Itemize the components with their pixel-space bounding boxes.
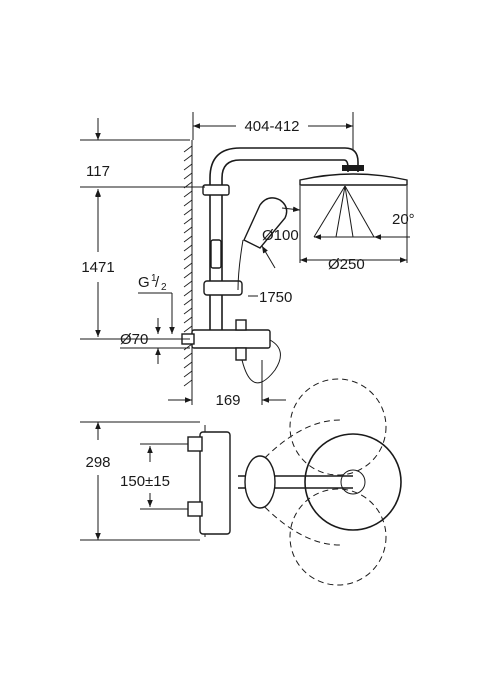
thread-num: 1 — [151, 273, 157, 284]
thermostat-plan — [176, 431, 231, 535]
hatch-line — [183, 145, 193, 153]
hatch-line — [183, 163, 193, 171]
hatch-line — [183, 244, 193, 252]
dim-arm-projection: 404-412 — [192, 112, 354, 150]
head-shower-side — [299, 165, 410, 263]
hatch-line — [183, 307, 193, 315]
hatch-line — [183, 298, 193, 306]
plan-view: 298 150±15 — [80, 378, 402, 586]
hatch-line — [183, 361, 193, 369]
hatch-line — [183, 325, 193, 333]
hatch-line — [183, 253, 193, 261]
plan-width-label: 298 — [85, 454, 110, 471]
thermostat-side — [181, 319, 281, 384]
hatch-line — [183, 289, 193, 297]
hatch-line — [183, 235, 193, 243]
thread-den: 2 — [161, 282, 167, 293]
dim-top-offset: 117 — [80, 118, 205, 210]
mixer-projection-label: 169 — [215, 392, 240, 409]
rail-height-label: 1471 — [81, 259, 114, 276]
handshower-dia-label: Ø100 — [262, 227, 299, 244]
hatch-line — [183, 190, 193, 198]
dim-hose: 1750 — [248, 289, 292, 306]
side-elevation: 404-412 117 1471 G 1 / 2 — [80, 112, 415, 409]
hatch-line — [183, 226, 193, 234]
swing-circle-bottom — [289, 488, 387, 586]
hatch-line — [183, 352, 193, 360]
dim-escutcheon: Ø70 — [120, 318, 190, 364]
hatch-line — [183, 172, 193, 180]
inlet-spacing-label: 150±15 — [120, 473, 170, 490]
hatch-line — [183, 316, 193, 324]
hatch-line — [183, 370, 193, 378]
hatch-line — [183, 199, 193, 207]
escutcheon-label: Ø70 — [120, 331, 148, 348]
hose-length-label: 1750 — [259, 289, 292, 306]
hatch-line — [183, 208, 193, 216]
dim-inlet-spacing: 150±15 — [120, 443, 176, 510]
hatch-line — [183, 379, 193, 387]
thread-label: G — [138, 274, 150, 291]
arm-projection-label: 404-412 — [244, 118, 299, 135]
hatch-line — [183, 217, 193, 225]
head-dia-label: Ø250 — [328, 256, 365, 273]
swing-circle-top — [289, 378, 387, 476]
hatch-line — [183, 343, 193, 351]
hatch-line — [183, 280, 193, 288]
dim-mixer-projection: 169 — [168, 360, 286, 409]
top-offset-label: 117 — [86, 163, 110, 180]
hatch-line — [183, 154, 193, 162]
wall-hatch — [183, 140, 193, 387]
riser-pipe — [202, 147, 359, 330]
dim-plan-width: 298 — [80, 421, 200, 541]
hand-shower-side — [237, 197, 301, 291]
dim-thread: G 1 / 2 — [138, 273, 175, 334]
dim-rail-height: 1471 — [80, 190, 190, 340]
thread-slash: / — [155, 274, 160, 291]
hatch-line — [183, 262, 193, 270]
angle-label: 20° — [392, 211, 415, 228]
head-shower-plan — [304, 433, 402, 531]
hand-shower-plan — [244, 455, 276, 509]
hatch-line — [183, 271, 193, 279]
